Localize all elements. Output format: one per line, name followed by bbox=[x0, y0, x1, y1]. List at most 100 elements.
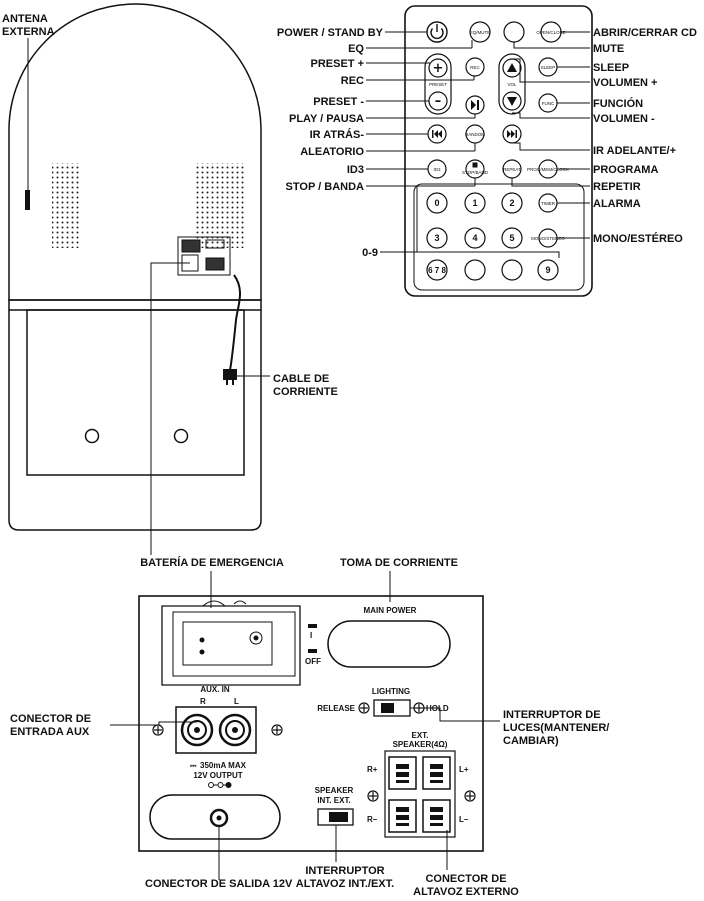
minus-icon: – bbox=[435, 94, 442, 109]
timer-button[interactable]: TIMER bbox=[538, 193, 558, 213]
int-altavoz-label: INTERRUPTOR bbox=[305, 865, 384, 877]
skip-back-icon bbox=[432, 130, 442, 138]
label-0-9: 0-9 bbox=[362, 247, 378, 259]
right-speaker-grille bbox=[196, 163, 244, 248]
repeat-button[interactable]: REPEAT bbox=[502, 159, 522, 179]
label-ir-atras: IR ATRÁS- bbox=[310, 128, 365, 141]
sleep-button[interactable]: SLEEP bbox=[538, 57, 558, 77]
repeat-key: REPEAT bbox=[503, 167, 521, 172]
antena-label: ANTENA bbox=[2, 13, 48, 25]
blank-top-button[interactable] bbox=[503, 21, 525, 43]
cable-label: CABLE DE bbox=[273, 373, 329, 385]
panel-callout-lines bbox=[110, 571, 500, 880]
blank-digit-button-a[interactable] bbox=[464, 259, 486, 281]
main-power-socket[interactable]: MAIN POWER bbox=[327, 606, 451, 668]
eq-mute-key: EQ/MUTE bbox=[470, 30, 491, 35]
func-button[interactable]: FUNC bbox=[538, 93, 558, 113]
lminus-label: L– bbox=[459, 815, 469, 824]
output-current-label: 350mA MAX bbox=[200, 761, 247, 770]
aux-in-label: AUX. IN bbox=[200, 685, 230, 694]
skip-back-button[interactable] bbox=[427, 124, 447, 144]
label-aleatorio: ALEATORIO bbox=[300, 146, 364, 158]
release-label: RELEASE bbox=[317, 704, 355, 713]
label-preset-minus: PRESET - bbox=[313, 96, 364, 108]
conector-aux-label: CONECTOR DE bbox=[10, 713, 91, 725]
left-speaker-grille bbox=[52, 163, 80, 248]
antena-label-line2: EXTERNA bbox=[2, 26, 55, 38]
digit-3: 3 bbox=[434, 233, 439, 243]
digit-button-5[interactable]: 5 bbox=[501, 227, 523, 249]
rec-key: REC bbox=[470, 65, 480, 70]
digit-button-4[interactable]: 4 bbox=[464, 227, 486, 249]
interruptor-luces-label-line3: CAMBIAR) bbox=[503, 735, 559, 747]
label-funcion: FUNCIÓN bbox=[593, 97, 643, 110]
interruptor-luces-label: INTERRUPTOR DE bbox=[503, 709, 601, 721]
digit-button-3[interactable]: 3 bbox=[426, 227, 448, 249]
label-rec: REC bbox=[341, 75, 364, 87]
lighting-switch[interactable]: LIGHTING RELEASE HOLD bbox=[317, 687, 449, 717]
int-altavoz-label-line2: ALTAVOZ INT./EXT. bbox=[296, 878, 394, 890]
rec-button[interactable]: REC bbox=[465, 57, 485, 77]
antenna-connector bbox=[25, 190, 30, 210]
random-button[interactable]: RANDOM bbox=[465, 124, 485, 144]
rminus-label: R– bbox=[367, 815, 378, 824]
label-abrir-cerrar: ABRIR/CERRAR CD bbox=[593, 27, 697, 39]
label-volumen-minus: VOLUMEN - bbox=[593, 113, 655, 125]
stop-band-key: STOP/BAND bbox=[462, 170, 489, 175]
conector-aux-label-line2: ENTRADA AUX bbox=[10, 726, 90, 738]
ext-speaker-label: EXT. bbox=[412, 731, 429, 740]
power-switch-markings: I OFF bbox=[305, 624, 321, 666]
rplus-label: R+ bbox=[367, 765, 378, 774]
label-volumen-plus: VOLUMEN + bbox=[593, 77, 657, 89]
label-programa: PROGRAMA bbox=[593, 164, 658, 176]
blank-digit-button-b[interactable] bbox=[501, 259, 523, 281]
digit-button-0[interactable]: 0 bbox=[426, 192, 448, 214]
rear-connector-panel bbox=[177, 236, 231, 276]
label-mono-estereo: MONO/ESTÉREO bbox=[593, 232, 683, 245]
cable-callout: CABLE DE CORRIENTE bbox=[236, 373, 338, 398]
open-close-key: OPEN/CLOSE bbox=[536, 30, 565, 35]
digit-2: 2 bbox=[509, 198, 514, 208]
label-eq: EQ bbox=[348, 43, 364, 55]
zoom-connector-line bbox=[150, 262, 190, 555]
play-pause-button[interactable] bbox=[465, 95, 485, 115]
aux-in-jacks[interactable]: AUX. IN R L bbox=[175, 685, 257, 754]
dc-output-jack[interactable]: ⎓ 350mA MAX 12V OUTPUT bbox=[149, 761, 281, 840]
digit-button-1[interactable]: 1 bbox=[464, 192, 486, 214]
sleep-key: SLEEP bbox=[541, 65, 556, 70]
stop-icon bbox=[472, 162, 478, 168]
lighting-label: LIGHTING bbox=[372, 687, 410, 696]
vol-key: VOL bbox=[507, 82, 517, 87]
skip-forward-button[interactable] bbox=[502, 124, 522, 144]
id3-button[interactable]: ID3 bbox=[427, 159, 447, 179]
digit-button-9[interactable]: 9 bbox=[537, 259, 559, 281]
digit-0: 0 bbox=[434, 198, 439, 208]
power-button[interactable] bbox=[426, 21, 448, 43]
output-voltage-label: 12V OUTPUT bbox=[193, 771, 242, 780]
toma-label: TOMA DE CORRIENTE bbox=[340, 557, 458, 569]
cable-label-line2: CORRIENTE bbox=[273, 386, 338, 398]
external-speaker-terminals[interactable]: EXT. SPEAKER(4Ω) R+ R– L+ L– bbox=[367, 731, 469, 838]
ext-speaker-impedance: SPEAKER(4Ω) bbox=[393, 740, 448, 749]
digit-4: 4 bbox=[472, 233, 477, 243]
volume-rocker[interactable]: VOL bbox=[498, 53, 526, 115]
digit-button-2[interactable]: 2 bbox=[501, 192, 523, 214]
prog-key: PROG/MEM/CLOCK bbox=[527, 167, 569, 172]
timer-key: TIMER bbox=[541, 201, 556, 206]
preset-key: PRESET bbox=[429, 82, 447, 87]
id3-key: ID3 bbox=[433, 167, 441, 172]
plus-icon: + bbox=[433, 61, 444, 76]
speaker-int-ext-switch[interactable]: SPEAKER INT. EXT. bbox=[315, 786, 354, 826]
label-power-standby: POWER / STAND BY bbox=[277, 27, 384, 39]
preset-rocker[interactable]: + – PRESET bbox=[424, 53, 452, 115]
aux-r-label: R bbox=[200, 697, 206, 706]
random-key: RANDOM bbox=[465, 132, 485, 137]
func-key: FUNC bbox=[542, 101, 555, 106]
prog-mem-clock-button[interactable]: PROG/MEM/CLOCK bbox=[527, 159, 569, 179]
label-id3: ID3 bbox=[347, 164, 364, 176]
antena-callout: ANTENA EXTERNA bbox=[2, 13, 55, 190]
label-stop-banda: STOP / BANDA bbox=[286, 181, 364, 193]
eq-mute-button[interactable]: EQ/MUTE bbox=[469, 21, 491, 43]
digit-button-678[interactable]: 6 7 8 bbox=[426, 259, 448, 281]
stop-band-button[interactable]: STOP/BAND bbox=[462, 159, 489, 179]
